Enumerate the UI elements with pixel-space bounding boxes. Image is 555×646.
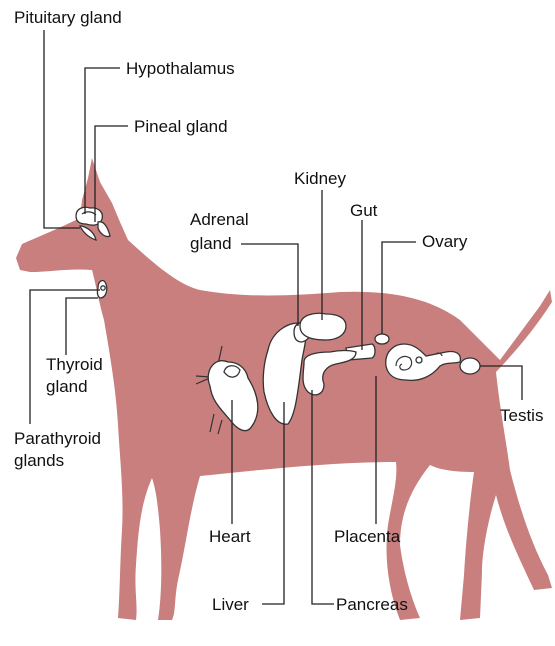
ovary-organ xyxy=(375,334,389,344)
label-thyroid-line1: Thyroid xyxy=(46,355,103,374)
heart-atrium xyxy=(224,366,240,377)
label-ovary: Ovary xyxy=(422,232,468,251)
label-heart: Heart xyxy=(209,527,251,546)
label-thyroid-line2: gland xyxy=(46,377,88,396)
label-pituitary-gland: Pituitary gland xyxy=(14,8,122,27)
label-parathyroid-line2: glands xyxy=(14,451,64,470)
label-parathyroid-line1: Parathyroid xyxy=(14,429,101,448)
thyroid-leader xyxy=(66,298,98,355)
label-hypothalamus: Hypothalamus xyxy=(126,59,235,78)
label-placenta: Placenta xyxy=(334,527,401,546)
label-gut: Gut xyxy=(350,201,378,220)
label-adrenal-line2: gland xyxy=(190,234,232,253)
label-testis: Testis xyxy=(500,406,543,425)
label-adrenal-line1: Adrenal xyxy=(190,210,249,229)
label-pancreas: Pancreas xyxy=(336,595,408,614)
kidney-organ xyxy=(300,313,346,340)
label-kidney: Kidney xyxy=(294,169,346,188)
pituitary-leader xyxy=(44,30,80,228)
label-liver: Liver xyxy=(212,595,249,614)
parathyroid-organ xyxy=(101,286,105,290)
testis-organ xyxy=(460,358,480,374)
thyroid-parathyroid-glands xyxy=(97,281,106,298)
label-pineal-gland: Pineal gland xyxy=(134,117,228,136)
placenta-detail xyxy=(416,357,422,363)
